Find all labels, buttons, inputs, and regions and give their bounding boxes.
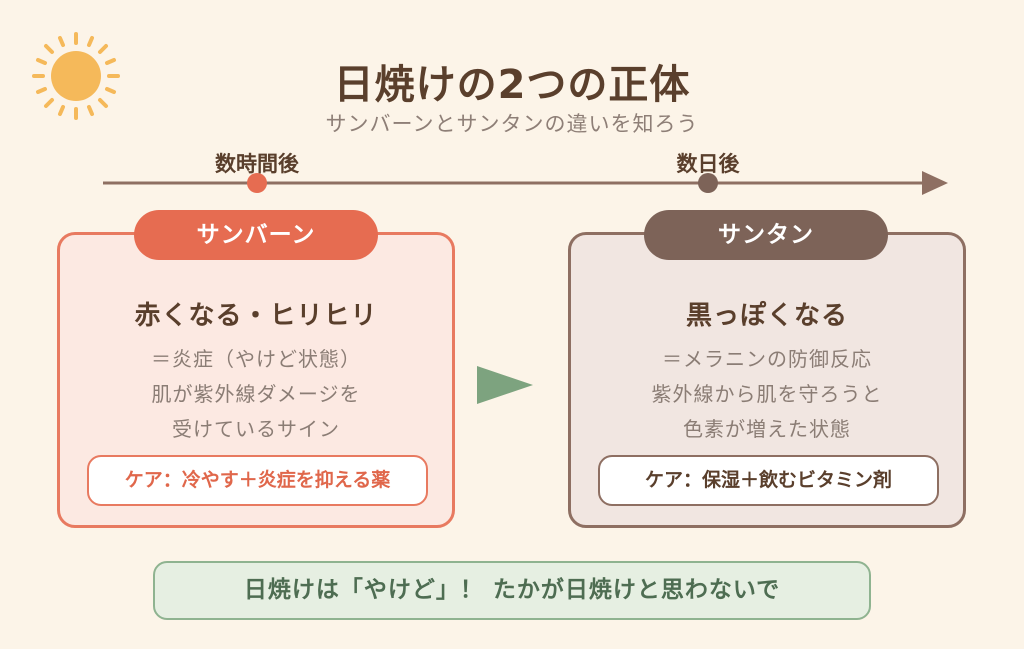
- sunburn-line-3: 受けているサイン: [172, 417, 340, 441]
- timeline-label-days: 数日後: [676, 152, 740, 176]
- suntan-line-1: ＝メラニンの防御反応: [662, 347, 872, 371]
- timeline-dot-suntan: [698, 173, 718, 193]
- sunburn-line-1: ＝炎症（やけど状態）: [151, 347, 361, 371]
- suntan-heading: 黒っぽくなる: [685, 301, 848, 331]
- timeline: [103, 171, 948, 195]
- sunburn-line-2: 肌が紫外線ダメージを: [151, 382, 361, 406]
- sunburn-pill: サンバーン: [134, 210, 378, 260]
- suntan-line-2: 紫外線から肌を守ろうと: [651, 382, 883, 406]
- sunburn-heading: 赤くなる・ヒリヒリ: [134, 301, 378, 331]
- triangle-right-icon: [477, 366, 533, 404]
- suntan-care-box: ケア：保湿＋飲むビタミン剤: [598, 455, 939, 506]
- suntan-pill: サンタン: [644, 210, 888, 260]
- suntan-line-3: 色素が増えた状態: [683, 417, 851, 441]
- page-subtitle: サンバーンとサンタンの違いを知ろう: [325, 112, 699, 136]
- timeline-label-hours: 数時間後: [215, 152, 299, 176]
- arrow-right-icon: [922, 171, 948, 195]
- sun-icon: [32, 32, 120, 120]
- page-title: 日焼けの2つの正体: [333, 62, 691, 108]
- sunburn-care-box: ケア：冷やす＋炎症を抑える薬: [87, 455, 428, 506]
- timeline-dot-sunburn: [247, 173, 267, 193]
- warning-banner: 日焼けは「やけど」！ たかが日焼けと思わないで: [153, 561, 871, 620]
